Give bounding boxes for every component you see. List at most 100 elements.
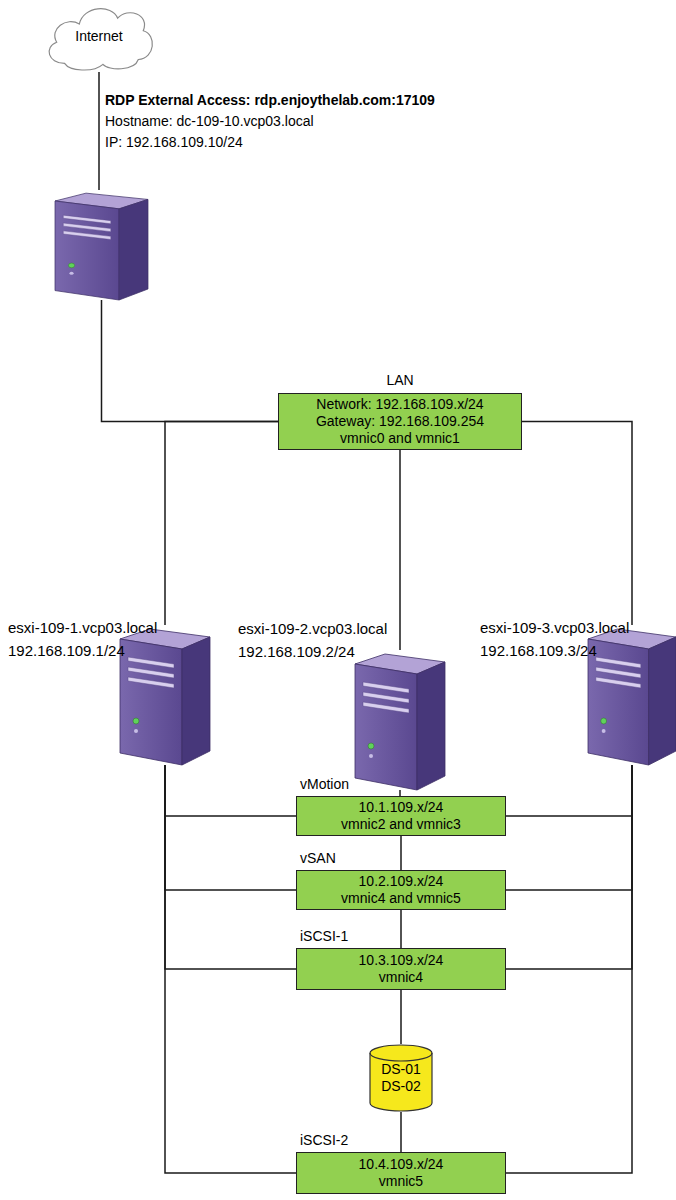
network-detail: vmnic2 and vmnic3	[341, 816, 461, 833]
network-link	[400, 1112, 402, 1152]
network-detail: 10.1.109.x/24	[359, 799, 444, 816]
server-outline	[120, 625, 210, 765]
network-link	[165, 765, 296, 890]
server-icon: esxi-109-2.vcp03.local192.168.109.2/24	[355, 650, 445, 790]
network-name: vMotion	[300, 776, 349, 793]
drive-bay	[596, 667, 641, 678]
server-side	[649, 637, 676, 765]
network-detail: vmnic0 and vmnic1	[340, 430, 460, 447]
power-button	[602, 729, 606, 733]
shape-text: DS-01	[381, 1061, 421, 1078]
network-detail: vmnic4	[379, 969, 423, 986]
drive-bay	[363, 692, 409, 703]
server-outline	[355, 650, 445, 790]
network-name: iSCSI-2	[300, 1132, 348, 1149]
network-name: vSAN	[300, 850, 336, 867]
host-text: esxi-109-2.vcp03.local	[238, 617, 387, 640]
network-link	[98, 72, 100, 190]
network-detail: vmnic5	[379, 1173, 423, 1190]
drive-bay	[63, 231, 111, 240]
status-led	[133, 718, 139, 724]
cylinder-body	[370, 1045, 432, 1111]
box-body: Network: 192.168.109.x/24Gateway: 192.16…	[279, 394, 521, 449]
host-text: 192.168.109.1/24	[8, 639, 157, 662]
server-front	[588, 639, 649, 765]
network-link	[102, 300, 279, 422]
network-box: LANNetwork: 192.168.109.x/24Gateway: 192…	[278, 393, 522, 450]
host-text: 192.168.109.2/24	[238, 640, 387, 663]
network-name: iSCSI-1	[300, 928, 348, 945]
network-name: LAN	[279, 372, 521, 389]
power-button	[69, 272, 73, 275]
network-link	[399, 450, 401, 650]
network-link	[400, 836, 402, 870]
network-link	[400, 910, 402, 948]
server-front	[120, 639, 182, 765]
status-led	[68, 263, 74, 268]
network-box: vSAN10.2.109.x/24vmnic4 and vmnic5	[296, 870, 506, 910]
network-detail: Gateway: 192.168.109.254	[316, 413, 484, 430]
drive-bay	[596, 677, 641, 688]
server-side	[182, 637, 210, 765]
network-link	[165, 765, 296, 816]
host-text: RDP External Access: rdp.enjoythelab.com…	[105, 90, 435, 111]
drive-bay	[63, 223, 111, 232]
server-front	[355, 664, 417, 790]
datastore-cylinder: DS-01DS-02	[369, 1044, 433, 1112]
host-label: esxi-109-2.vcp03.local192.168.109.2/24	[238, 617, 387, 663]
heading-wrap: vMotion	[300, 776, 349, 793]
network-link	[400, 990, 402, 1044]
host-label: esxi-109-3.vcp03.local192.168.109.3/24	[480, 616, 629, 662]
server-icon: RDP External Access: rdp.enjoythelab.com…	[55, 190, 148, 300]
server-icon: esxi-109-1.vcp03.local192.168.109.1/24	[120, 625, 210, 765]
shape-body: Internet	[40, 0, 158, 72]
heading-wrap: iSCSI-1	[300, 928, 348, 945]
shape-text: DS-02	[381, 1078, 421, 1095]
server-outline	[588, 625, 676, 765]
network-link	[522, 422, 632, 626]
drive-bay	[128, 667, 174, 678]
box-body: 10.2.109.x/24vmnic4 and vmnic5	[297, 871, 505, 909]
network-detail: Network: 192.168.109.x/24	[316, 396, 483, 413]
server-icon: esxi-109-3.vcp03.local192.168.109.3/24	[588, 625, 676, 765]
host-text: esxi-109-1.vcp03.local	[8, 616, 157, 639]
host-label: RDP External Access: rdp.enjoythelab.com…	[105, 90, 435, 153]
host-text: Hostname: dc-109-10.vcp03.local	[105, 111, 435, 132]
heading-wrap: LAN	[279, 372, 521, 389]
box-body: 10.3.109.x/24vmnic4	[297, 949, 505, 989]
power-button	[369, 754, 373, 758]
host-text: IP: 192.168.109.10/24	[105, 132, 435, 153]
server-side	[119, 199, 148, 300]
shape-body: DS-01DS-02	[369, 1044, 433, 1112]
server-side	[417, 662, 445, 790]
internet-cloud: Internet	[40, 0, 158, 72]
power-button	[134, 729, 138, 733]
host-text: 192.168.109.3/24	[480, 639, 629, 662]
box-body: 10.4.109.x/24vmnic5	[297, 1153, 505, 1193]
network-detail: 10.3.109.x/24	[359, 952, 444, 969]
shape-text: Internet	[75, 28, 122, 45]
drive-bay	[363, 682, 409, 693]
network-detail: vmnic4 and vmnic5	[341, 890, 461, 907]
network-link	[506, 765, 632, 1173]
network-link	[506, 765, 632, 816]
drive-bay	[596, 657, 641, 668]
network-detail: 10.2.109.x/24	[359, 873, 444, 890]
heading-wrap: vSAN	[300, 850, 336, 867]
drive-bay	[128, 657, 174, 668]
network-link	[506, 765, 632, 890]
cloud-outline	[49, 9, 152, 70]
drive-bay	[363, 702, 409, 713]
status-led	[368, 743, 374, 749]
drive-bay	[128, 677, 174, 688]
network-box: iSCSI-210.4.109.x/24vmnic5	[296, 1152, 506, 1194]
box-body: 10.1.109.x/24vmnic2 and vmnic3	[297, 797, 505, 835]
host-label: esxi-109-1.vcp03.local192.168.109.1/24	[8, 616, 157, 662]
network-link	[165, 765, 296, 1173]
cylinder-rim	[370, 1053, 432, 1061]
network-box: iSCSI-110.3.109.x/24vmnic4	[296, 948, 506, 990]
status-led	[601, 718, 607, 724]
heading-wrap: iSCSI-2	[300, 1132, 348, 1149]
